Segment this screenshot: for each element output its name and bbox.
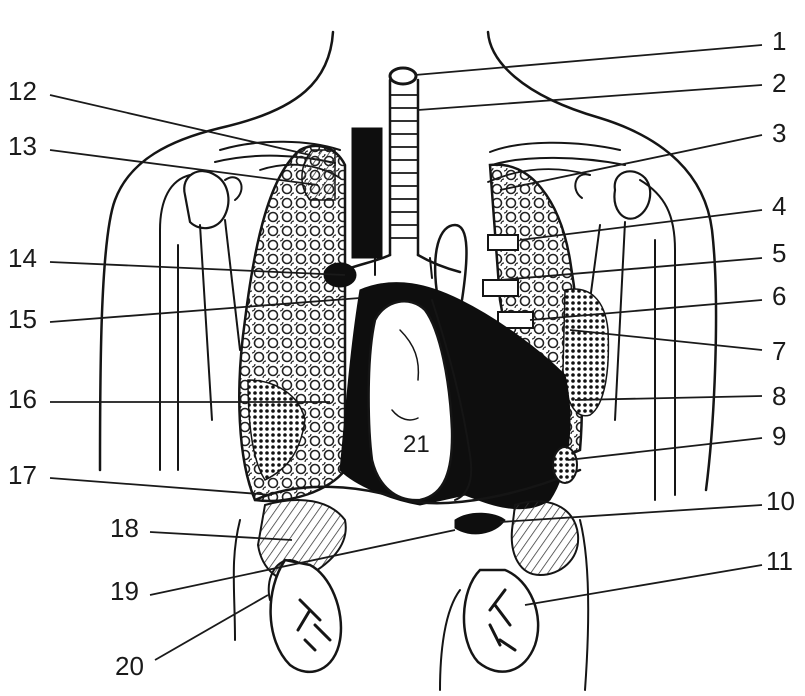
label-9: 9 bbox=[772, 421, 786, 451]
label-12: 12 bbox=[8, 76, 37, 106]
label-2: 2 bbox=[772, 68, 786, 98]
label-13: 13 bbox=[8, 131, 37, 161]
label-18: 18 bbox=[110, 513, 139, 543]
label-11: 11 bbox=[766, 546, 793, 576]
label-16: 16 bbox=[8, 384, 37, 414]
label-5: 5 bbox=[772, 238, 786, 268]
aortic-arch bbox=[435, 225, 466, 300]
label-1: 1 bbox=[772, 26, 786, 56]
label-21: 21 bbox=[403, 431, 430, 458]
label-6: 6 bbox=[772, 281, 786, 311]
label-14: 14 bbox=[8, 243, 37, 273]
label-19: 19 bbox=[110, 576, 139, 606]
label-8: 8 bbox=[772, 381, 786, 411]
label-15: 15 bbox=[8, 304, 37, 334]
right-kidney bbox=[271, 560, 341, 672]
label-7: 7 bbox=[772, 336, 786, 366]
label-17: 17 bbox=[8, 460, 37, 490]
label-3: 3 bbox=[772, 118, 786, 148]
right-lung bbox=[239, 146, 356, 501]
left-labels: 12 13 14 15 16 17 18 19 20 bbox=[8, 76, 144, 681]
label-20: 20 bbox=[115, 651, 144, 681]
label-10: 10 bbox=[766, 486, 795, 516]
superior-vena-cava bbox=[352, 128, 382, 258]
right-labels: 1 2 3 4 5 6 7 8 9 10 11 bbox=[766, 26, 795, 576]
label-4: 4 bbox=[772, 191, 786, 221]
left-kidney bbox=[464, 570, 538, 672]
